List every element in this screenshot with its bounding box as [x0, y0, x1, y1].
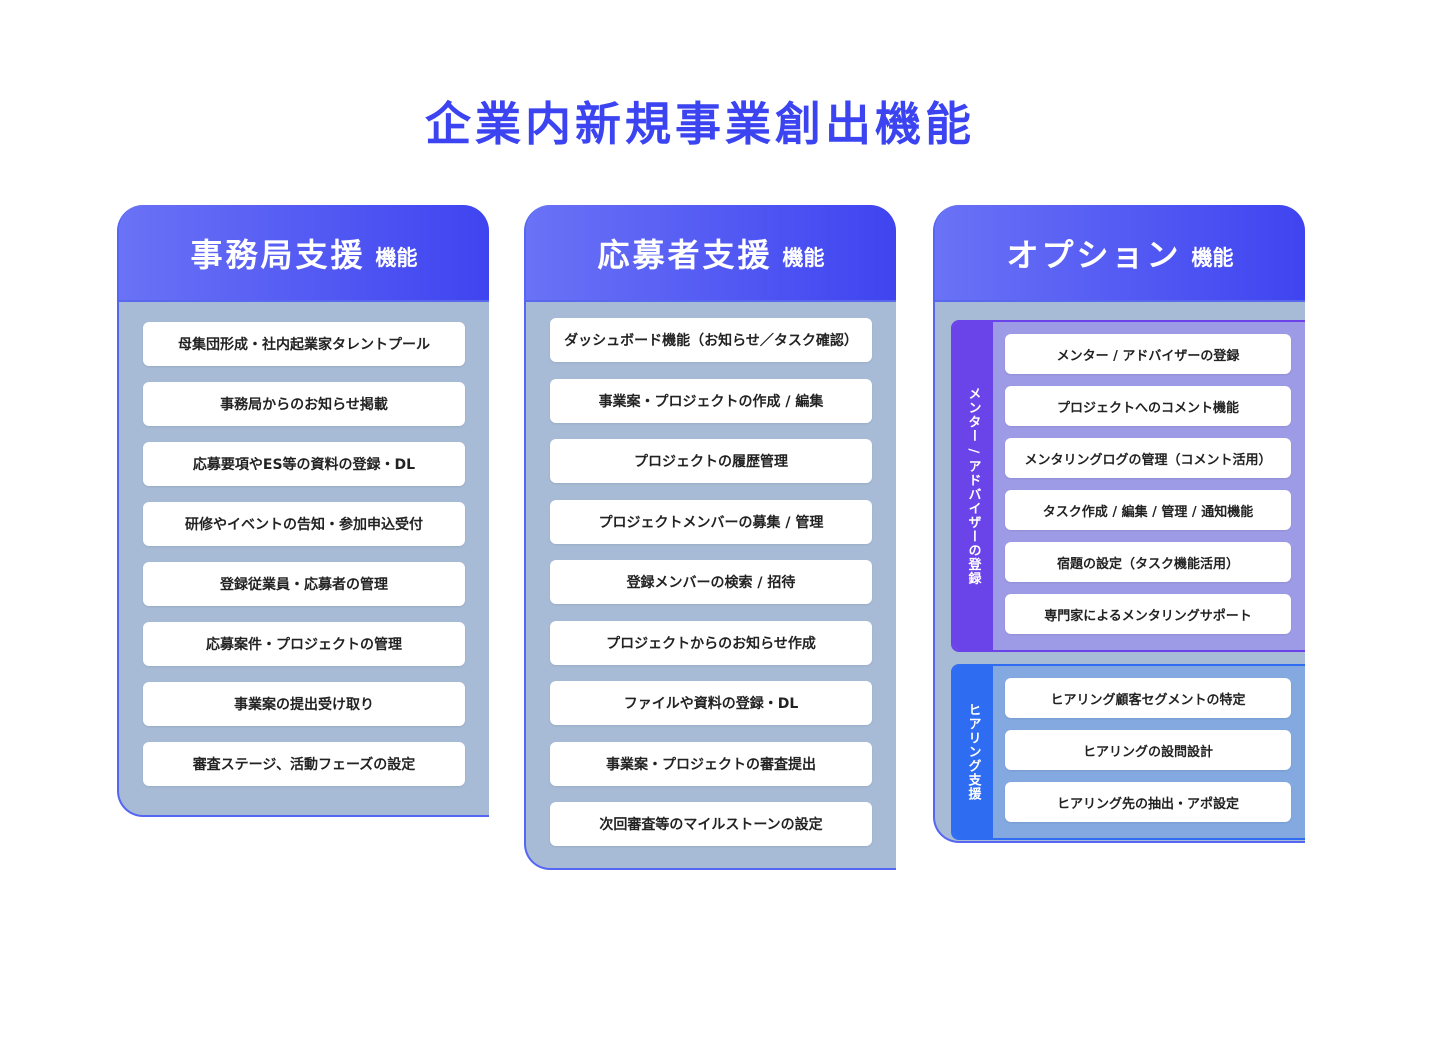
feature-item: 審査ステージ、活動フェーズの設定: [143, 742, 465, 786]
group-label: ヒアリング支援: [953, 666, 993, 838]
feature-item: 研修やイベントの告知・参加申込受付: [143, 502, 465, 546]
feature-item: 事業案・プロジェクトの作成 / 編集: [550, 378, 872, 423]
panel-title: 応募者支援: [597, 235, 773, 274]
feature-list: 母集団形成・社内起業家タレントプール 事務局からのお知らせ掲載 応募要項やES等…: [119, 302, 489, 815]
option-groups: メンター / アドバイザーの登録 メンター / アドバイザーの登録 プロジェクト…: [935, 302, 1305, 840]
feature-item: ヒアリング先の抽出・アポ設定: [1005, 782, 1291, 822]
panel-applicant-support: 応募者支援 機能 ダッシュボード機能（お知らせ／タスク確認） 事業案・プロジェク…: [524, 205, 896, 870]
feature-item: ヒアリングの設問設計: [1005, 730, 1291, 770]
feature-item: プロジェクトの履歴管理: [550, 439, 872, 483]
feature-list: ダッシュボード機能（お知らせ／タスク確認） 事業案・プロジェクトの作成 / 編集…: [526, 302, 896, 868]
option-group-mentor: メンター / アドバイザーの登録 メンター / アドバイザーの登録 プロジェクト…: [951, 320, 1305, 652]
page-title: 企業内新規事業創出機能: [425, 97, 975, 151]
panel-title-suffix: 機能: [1191, 245, 1234, 270]
feature-item: 母集団形成・社内起業家タレントプール: [143, 322, 465, 366]
group-items: メンター / アドバイザーの登録 プロジェクトへのコメント機能 メンタリングログ…: [993, 322, 1305, 650]
panel-header: 応募者支援 機能: [526, 205, 896, 302]
panel-header: オプション 機能: [935, 205, 1305, 302]
feature-item: プロジェクトメンバーの募集 / 管理: [550, 499, 872, 544]
feature-item: 登録従業員・応募者の管理: [143, 562, 465, 606]
panel-title-suffix: 機能: [375, 245, 418, 270]
feature-item: プロジェクトからのお知らせ作成: [550, 620, 872, 665]
option-group-hearing: ヒアリング支援 ヒアリング顧客セグメントの特定 ヒアリングの設問設計 ヒアリング…: [951, 664, 1305, 840]
feature-item: 次回審査等のマイルストーンの設定: [550, 802, 872, 846]
feature-item: 事業案の提出受け取り: [143, 682, 465, 726]
feature-item: メンター / アドバイザーの登録: [1005, 334, 1291, 374]
feature-item: 事務局からのお知らせ掲載: [143, 382, 465, 426]
feature-item: 応募案件・プロジェクトの管理: [143, 622, 465, 666]
panel-options: オプション 機能 メンター / アドバイザーの登録 メンター / アドバイザーの…: [933, 205, 1305, 843]
feature-item: 応募要項やES等の資料の登録・DL: [143, 442, 465, 486]
feature-item: プロジェクトへのコメント機能: [1005, 386, 1291, 426]
panel-title-suffix: 機能: [782, 245, 825, 270]
group-label: メンター / アドバイザーの登録: [953, 322, 993, 650]
feature-item: タスク作成 / 編集 / 管理 / 通知機能: [1005, 490, 1291, 530]
feature-item: メンタリングログの管理（コメント活用）: [1005, 438, 1291, 478]
feature-item: 宿題の設定（タスク機能活用）: [1005, 542, 1291, 582]
feature-item: 専門家によるメンタリングサポート: [1005, 594, 1291, 634]
panel-secretariat-support: 事務局支援 機能 母集団形成・社内起業家タレントプール 事務局からのお知らせ掲載…: [117, 205, 489, 817]
feature-item: 登録メンバーの検索 / 招待: [550, 560, 872, 604]
group-items: ヒアリング顧客セグメントの特定 ヒアリングの設問設計 ヒアリング先の抽出・アポ設…: [993, 666, 1305, 838]
panel-title: オプション: [1006, 235, 1182, 274]
feature-item: ファイルや資料の登録・DL: [550, 681, 872, 725]
feature-item: 事業案・プロジェクトの審査提出: [550, 741, 872, 786]
panel-title: 事務局支援: [190, 235, 366, 274]
feature-item: ヒアリング顧客セグメントの特定: [1005, 678, 1291, 718]
feature-item: ダッシュボード機能（お知らせ／タスク確認）: [550, 318, 872, 362]
panel-header: 事務局支援 機能: [119, 205, 489, 302]
